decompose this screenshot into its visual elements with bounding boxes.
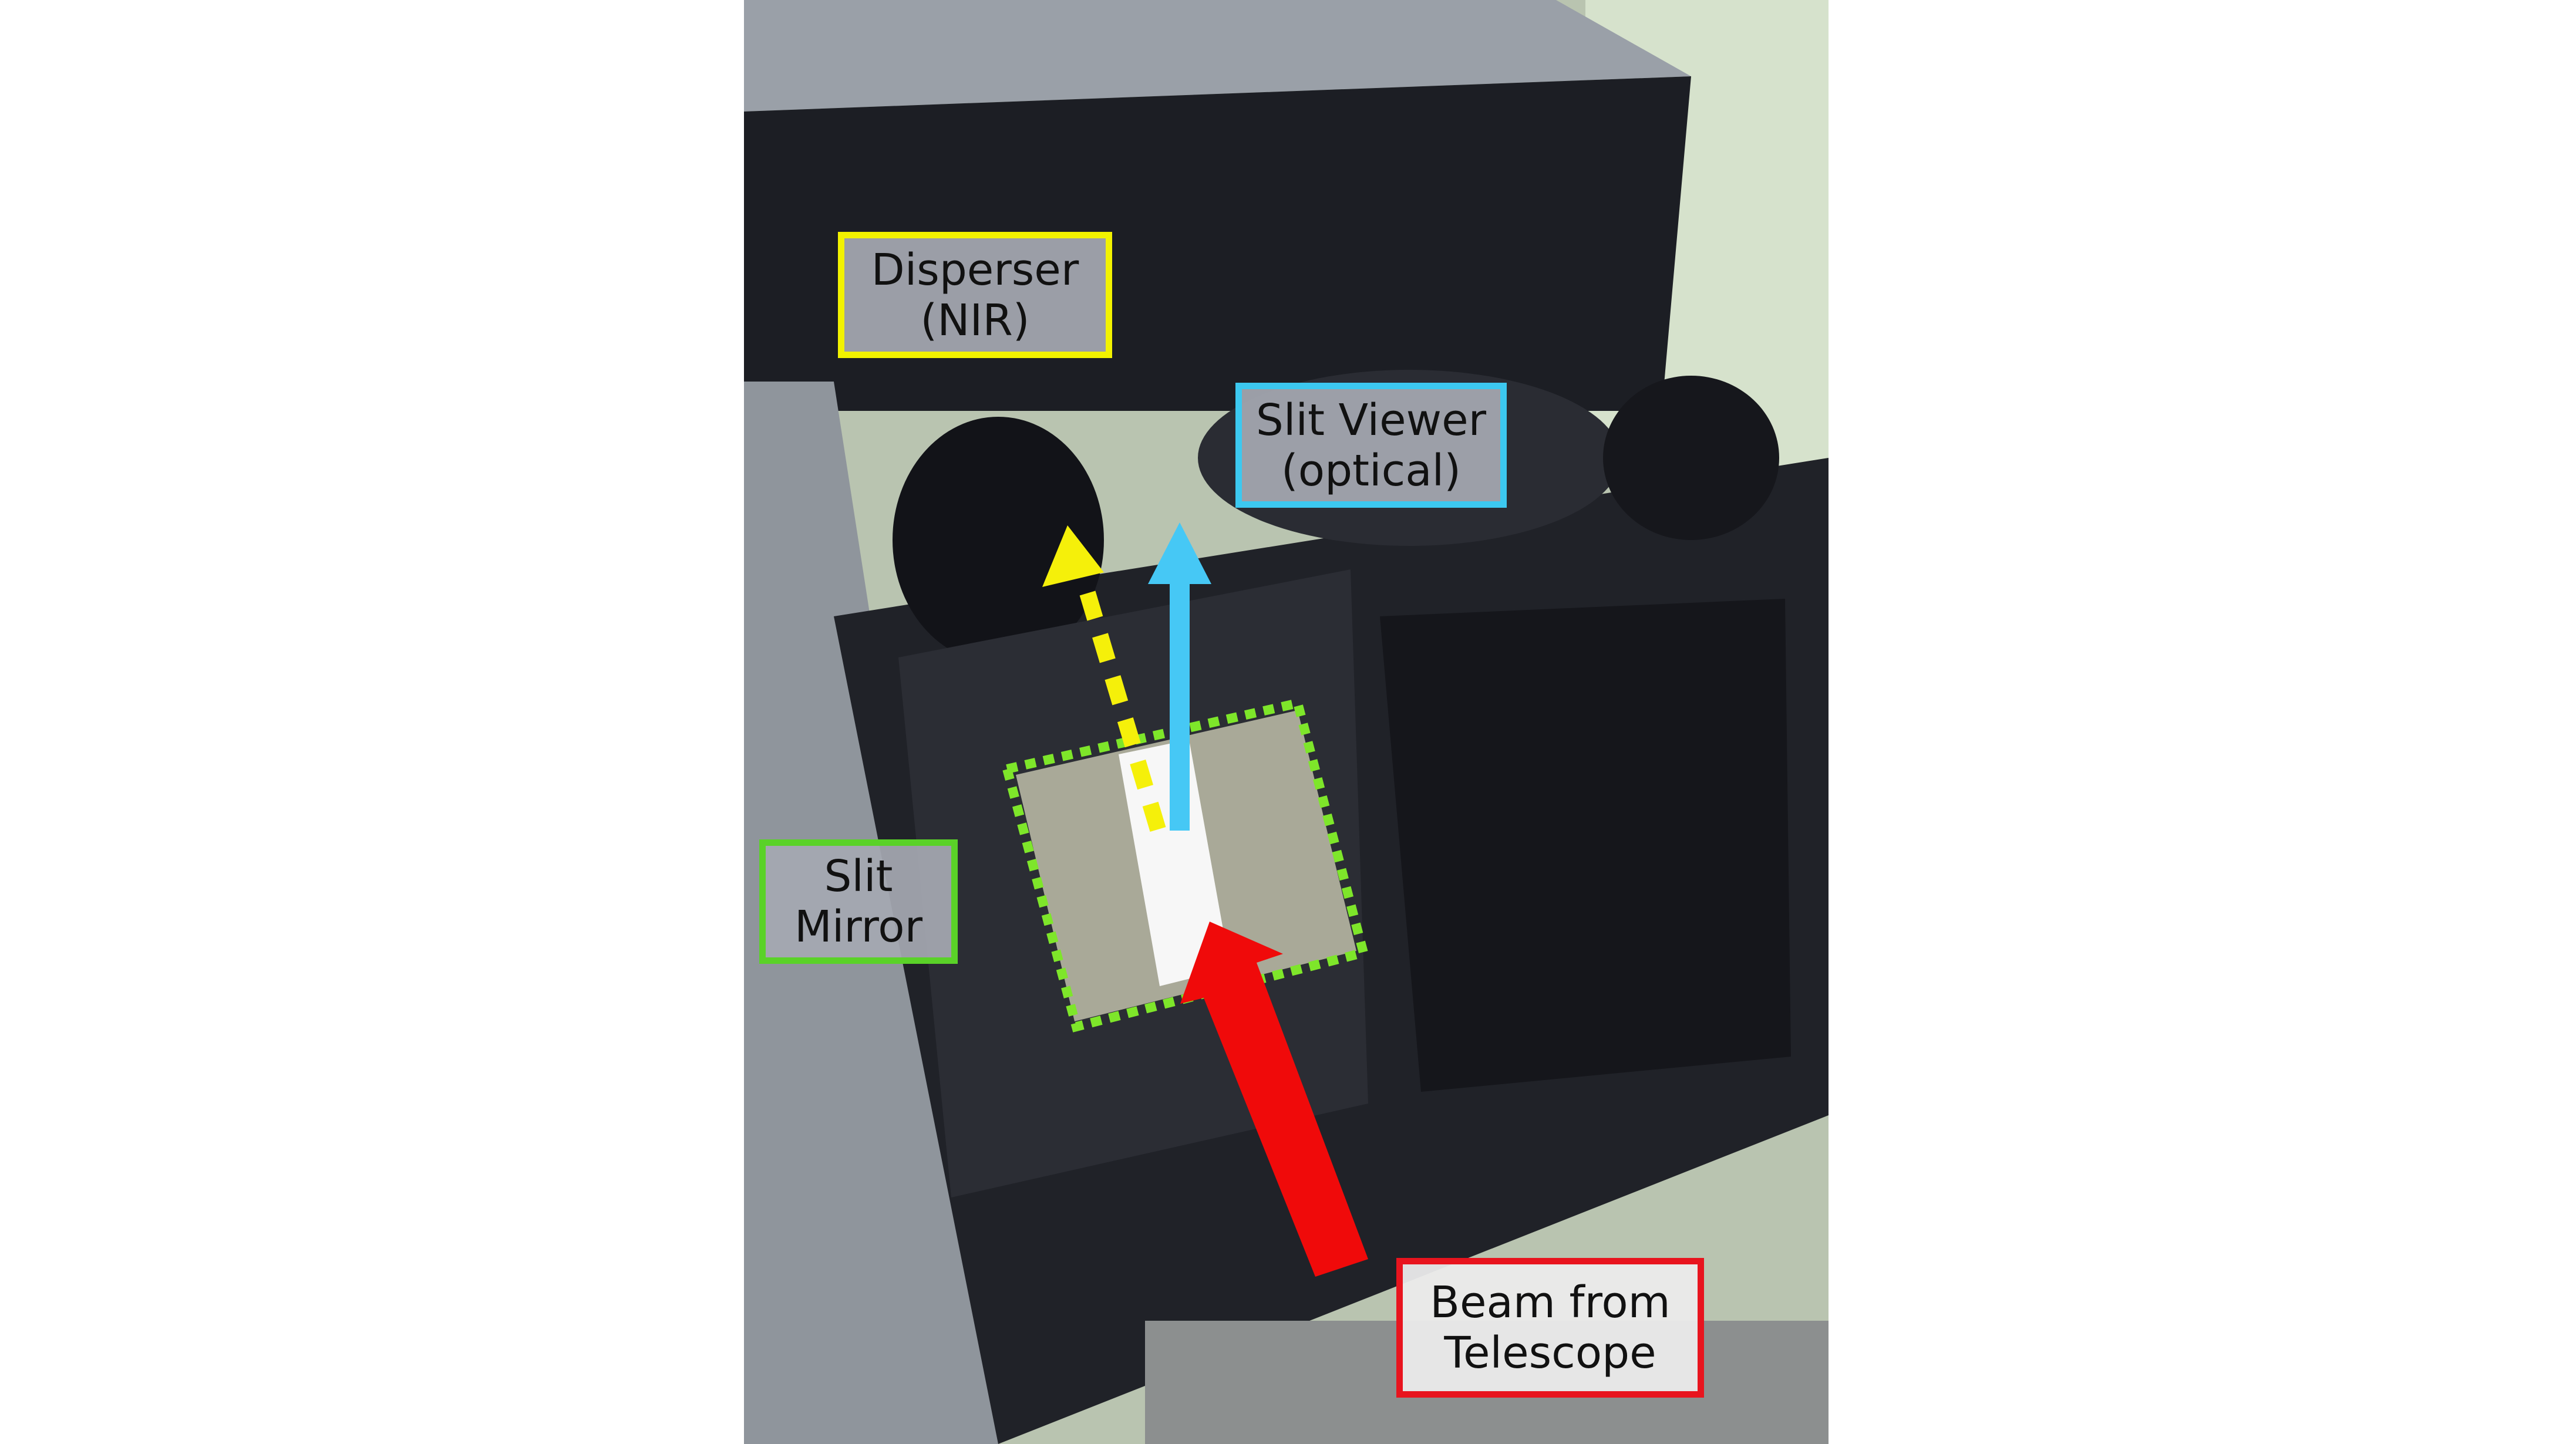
beam-label: Beam from Telescope xyxy=(1396,1258,1704,1398)
slit-mirror-label-line2: Mirror xyxy=(794,902,923,952)
disperser-barrel xyxy=(893,417,1104,663)
slit-mirror-label: Slit Mirror xyxy=(759,839,958,964)
enclosure-top xyxy=(744,0,1691,112)
disperser-beam-arrow-line xyxy=(1074,573,1166,832)
slit-mirror-outline xyxy=(1001,697,1369,1033)
slit-viewer-beam-arrow-line xyxy=(1170,581,1190,831)
slit-viewer-label-line1: Slit Viewer xyxy=(1255,394,1487,446)
slit-mirror-label-line1: Slit xyxy=(824,851,893,902)
slit-mirror-gap xyxy=(1119,740,1230,986)
telescope-beam-arrow xyxy=(1180,922,1368,1277)
disperser-label-line2: (NIR) xyxy=(920,295,1030,346)
right-barrel xyxy=(1603,376,1779,540)
slit-viewer-label-line2: (optical) xyxy=(1281,445,1462,496)
beam-label-line1: Beam from xyxy=(1430,1277,1671,1328)
beam-label-line2: Telescope xyxy=(1444,1328,1656,1378)
slit-viewer-label: Slit Viewer (optical) xyxy=(1235,383,1507,508)
disperser-beam-arrowhead xyxy=(1042,525,1104,587)
disperser-label-line1: Disperser xyxy=(871,244,1079,295)
disperser-label: Disperser (NIR) xyxy=(838,232,1112,358)
slit-viewer-beam-arrowhead xyxy=(1148,522,1211,584)
grating-stage xyxy=(1380,599,1791,1092)
